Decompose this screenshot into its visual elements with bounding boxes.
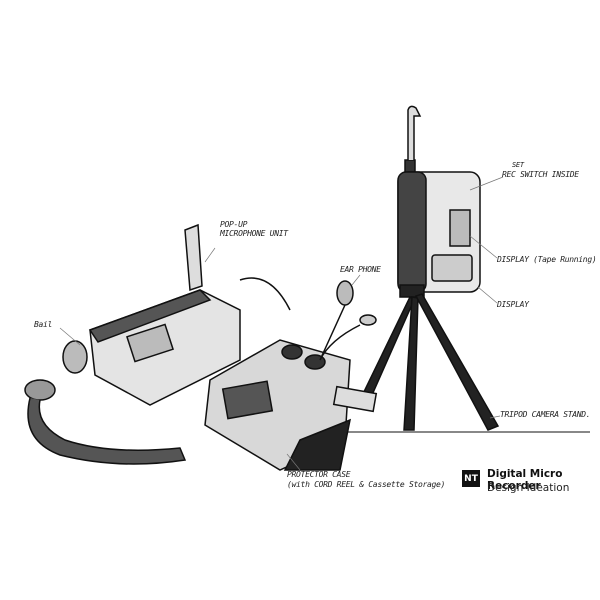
annotation-display-tape-running: DISPLAY (Tape Running)	[497, 255, 597, 264]
main-recorder	[24, 223, 291, 465]
annotation-set: SET	[512, 161, 524, 169]
annotation-ear-phone: EAR PHONE	[340, 265, 381, 274]
annotation-tripod: TRIPOD CAMERA STAND.	[500, 410, 591, 419]
annotation-display: DISPLAY	[497, 300, 529, 309]
sketch-title: Digital Micro Recorder	[487, 468, 563, 492]
protector-case	[204, 280, 378, 471]
annotation-rec-switch: REC SWITCH INSIDE	[502, 170, 579, 179]
annotation-popup-mic-1: POP-UP	[220, 220, 248, 229]
tripod-recorder	[320, 105, 590, 433]
annotation-popup-mic-2: MICROPHONE UNIT	[220, 229, 288, 238]
annotation-case-2: (with CORD REEL & Cassette Storage)	[287, 480, 446, 489]
nt-logo: NT	[462, 470, 480, 487]
annotation-bail: Bail	[34, 320, 53, 329]
annotation-case-1: PROTECTOR CASE	[287, 470, 351, 479]
sketch-subtitle: Design Ideation	[487, 482, 570, 494]
